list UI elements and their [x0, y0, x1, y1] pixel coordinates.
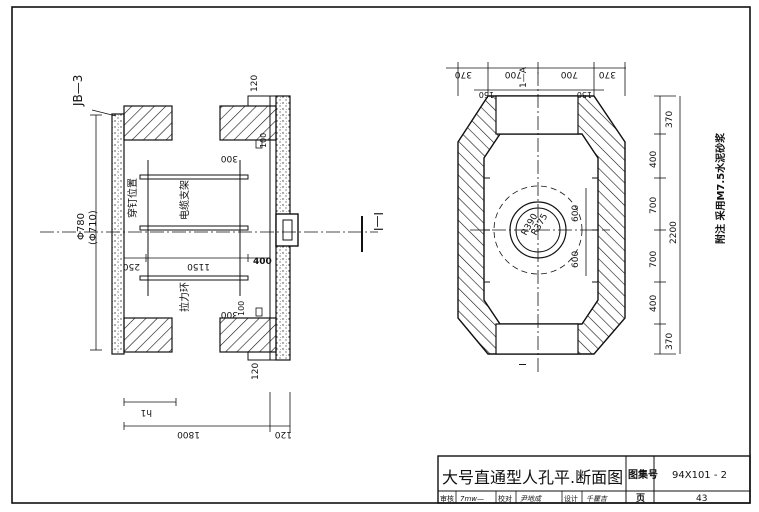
dim-400: 400: [253, 257, 272, 267]
dim-710: (Φ710): [88, 210, 99, 245]
label-cable: 电缆支架: [178, 180, 191, 220]
jb3-label: JB—3: [71, 75, 85, 107]
section-dimensions: [90, 109, 291, 432]
dim-120-top: 120: [250, 75, 260, 92]
dim-100-bot: 100: [237, 301, 246, 316]
dim-120-base: 120: [275, 429, 292, 439]
v-dim-700-top: 700: [649, 197, 659, 214]
plan-dimensions: [446, 62, 681, 355]
plan-dim-370-l: 370: [455, 69, 472, 79]
plan-cut-bot: I: [518, 363, 529, 366]
page-number: 43: [696, 494, 707, 504]
plan-cut-top: 1—A: [519, 66, 529, 88]
note-text: 附注 采用M7.5水泥砂浆: [714, 132, 727, 244]
section-view: [40, 95, 378, 361]
review-signature: 7mw—: [460, 495, 484, 503]
atlas-number: 94X101 - 2: [672, 470, 727, 481]
check-signature: 尹地成: [520, 495, 542, 503]
design-signature: 千瞿吉: [586, 495, 608, 503]
dim-300-bot: 300: [221, 309, 238, 319]
sheet-border: [11, 6, 751, 504]
design-label: 设计: [564, 494, 578, 503]
v-dim-400-bot: 400: [649, 295, 659, 312]
v-dim-400-top: 400: [649, 151, 659, 168]
v-dim-2200: 2200: [669, 221, 679, 244]
dim-780: Φ780: [76, 213, 87, 240]
dim-100-top: 100: [259, 133, 268, 148]
atlas-label: 图集号: [628, 468, 658, 481]
dim-250: 250: [123, 261, 140, 271]
v-dim-700-bot: 700: [649, 251, 659, 268]
dim-1150: 1150: [187, 261, 210, 271]
plan-dim-370-r: 370: [599, 69, 616, 79]
page-label: 页: [636, 493, 645, 504]
dim-300-top: 300: [221, 153, 238, 163]
plan-dim-600-up: 600: [571, 205, 581, 222]
label-ring: 拉力环: [178, 282, 191, 312]
drawing-title: 大号直通型人孔平.断面图: [442, 468, 623, 487]
cut-mark-label: I—I: [371, 212, 385, 231]
dim-h1: h1: [141, 407, 152, 417]
label-nail: 穿钉位置: [126, 178, 139, 218]
plan-dim-700-l: 700: [505, 69, 522, 79]
dim-120-bot: 120: [251, 363, 261, 380]
v-dim-370-bot: 370: [665, 333, 675, 350]
plan-dim-150-l: 150: [479, 90, 494, 99]
check-label: 校对: [498, 494, 512, 503]
plan-dim-600-dn: 600: [571, 251, 581, 268]
v-dim-370-top: 370: [665, 111, 675, 128]
title-block: [437, 455, 751, 504]
plan-view: [457, 72, 626, 372]
plan-dim-700-r: 700: [561, 69, 578, 79]
dim-1800: 1800: [177, 429, 200, 439]
plan-dim-150-r: 150: [577, 90, 592, 99]
review-label: 审核: [440, 494, 454, 503]
